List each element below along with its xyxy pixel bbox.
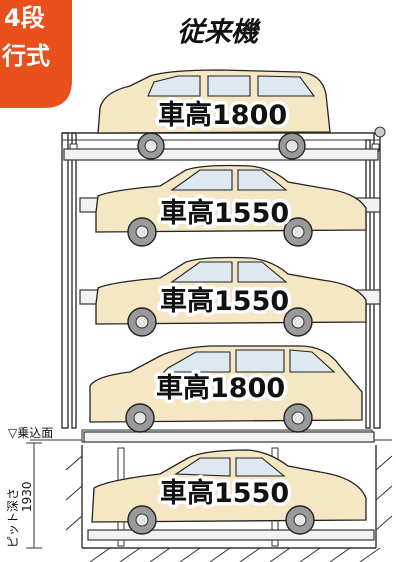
pit-depth-label: ピット深さ <box>6 488 20 548</box>
car-sedan-level-3 <box>95 256 367 337</box>
pit-depth-value: 1930 <box>20 481 34 512</box>
height-label-level-1: 車高1800 <box>158 99 287 131</box>
pit-depth-dimension: ピット深さ 1930 <box>6 442 42 549</box>
structure-frame <box>61 126 386 429</box>
car-wagon-level-4 <box>89 345 363 433</box>
ground-level-label: ▽乗込面 <box>8 426 53 440</box>
height-label-level-2: 車高1550 <box>160 197 289 229</box>
car-sedan-level-2 <box>95 164 367 247</box>
height-label-level-3: 車高1550 <box>160 285 289 317</box>
badge-line-2: 行式 <box>1 42 50 70</box>
system-badge: 4段 行式 <box>0 0 72 108</box>
car-sedan-pit <box>91 449 367 535</box>
height-label-level-5: 車高1550 <box>160 477 289 509</box>
pit-hatching <box>65 455 393 562</box>
height-label-level-4: 車高1800 <box>156 372 285 404</box>
car-van-top <box>97 69 331 160</box>
diagram-title: 従来機 <box>177 17 262 48</box>
badge-shape <box>0 0 72 108</box>
badge-line-1: 4段 <box>4 4 45 32</box>
